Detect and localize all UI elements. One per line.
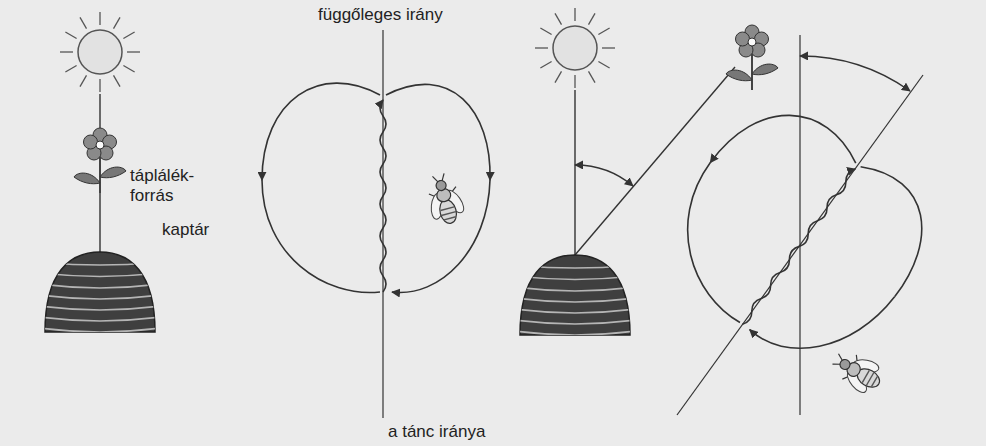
return-loop xyxy=(811,158,951,297)
direction-line xyxy=(99,94,100,128)
sun-icon xyxy=(535,8,615,88)
label-holder: kaptár xyxy=(162,220,209,240)
return-loop xyxy=(262,180,380,293)
annotation-label: kaptár xyxy=(162,220,209,240)
return-loop xyxy=(710,84,862,232)
return-loop xyxy=(644,163,806,323)
annotation-label: táplálék- forrás xyxy=(130,166,208,206)
waggle-run xyxy=(740,167,858,326)
waggle-run xyxy=(380,100,386,292)
vertical-axis xyxy=(382,30,383,418)
flower-icon xyxy=(74,128,126,193)
vertical-axis xyxy=(799,35,800,415)
dance-axis xyxy=(677,75,923,415)
annotation-label: a tánc iránya xyxy=(388,422,485,442)
hive-icon xyxy=(40,252,160,332)
sun-direction-line xyxy=(574,90,575,255)
label-holder: a tánc iránya xyxy=(388,422,485,442)
return-loop xyxy=(386,84,490,180)
annotation-label: függőleges irány xyxy=(318,5,443,25)
vertical-dance xyxy=(262,30,490,418)
bee-icon xyxy=(826,342,888,400)
bee-icon xyxy=(420,170,470,228)
direction-line xyxy=(99,190,100,252)
sun-icon xyxy=(60,12,140,92)
angle-scene xyxy=(515,8,778,335)
rotated-dance xyxy=(644,35,952,415)
label-holder: függőleges irány xyxy=(318,5,443,25)
label-holder: táplálék- forrás xyxy=(130,166,208,206)
angle-arc xyxy=(575,165,633,186)
return-loop xyxy=(262,83,380,180)
hive-icon xyxy=(515,255,635,335)
flower-icon xyxy=(726,25,778,90)
angle-arc xyxy=(800,56,910,91)
